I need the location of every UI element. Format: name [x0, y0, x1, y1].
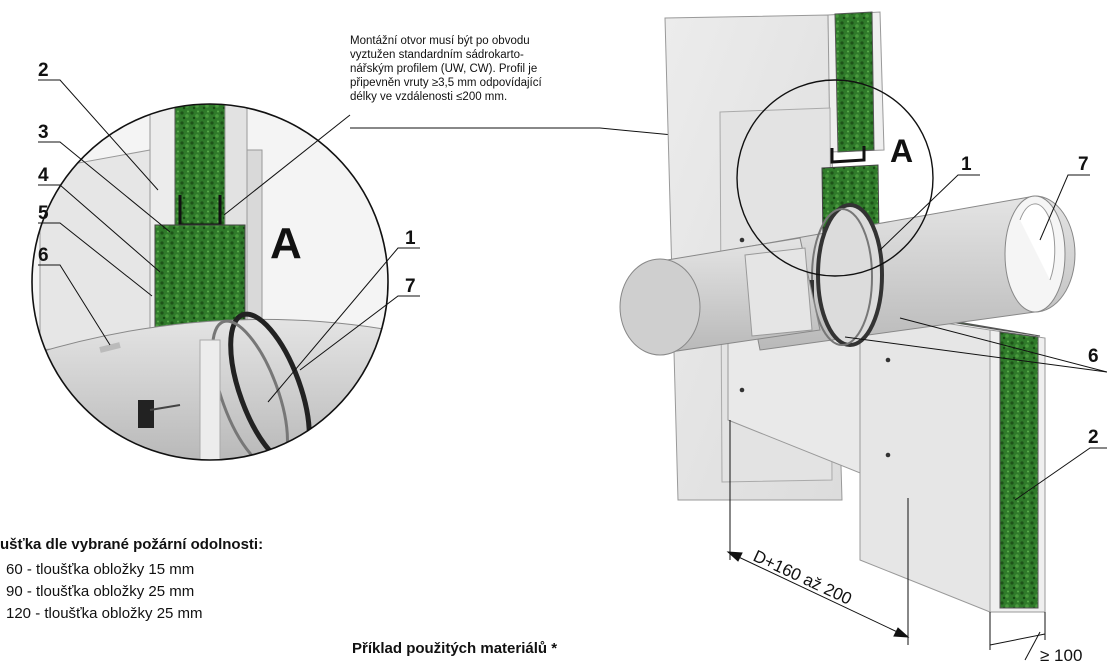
detail-view-a: A 2 3 4 5 6 1 7 [31, 60, 420, 461]
detail-callout-4: 4 [38, 165, 49, 186]
detail-label: A [270, 219, 302, 268]
assembly-label: A [890, 133, 913, 169]
legend-line: 60 - tloušťka obložky 15 mm [6, 561, 195, 578]
assembly-callout-2: 2 [1088, 427, 1099, 448]
dimension-length [726, 420, 910, 645]
detail-leaders [38, 79, 420, 403]
assembly-callout-1: 1 [961, 154, 972, 175]
legend-line: 120 - tloušťka obložky 25 mm [6, 605, 203, 622]
fire-resistance-legend: ušťka dle vybrané požární odolnosti: 60 … [0, 536, 263, 627]
detail-callout-5: 5 [38, 203, 49, 224]
materials-title: Příklad použitých materiálů * [352, 640, 558, 657]
assembly-callout-6: 6 [1088, 346, 1099, 367]
detail-callout-1: 1 [405, 228, 416, 249]
note-line: Montážní otvor musí být po obvodu [350, 35, 530, 47]
note-line: délky ve vzdálenosti ≤200 mm. [350, 91, 508, 103]
detail-callout-6: 6 [38, 245, 49, 266]
assembly-leaders [844, 174, 1107, 501]
legend-title: ušťka dle vybrané požární odolnosti: [0, 536, 264, 553]
detail-callout-3: 3 [38, 122, 49, 143]
note-line: nářským profilem (UW, CW). Profil je [350, 63, 538, 75]
dim-length-text: D+160 až 200 [750, 546, 854, 608]
dimension-depth [989, 612, 1046, 661]
detail-callout-7: 7 [405, 276, 416, 297]
assembly-callout-7: 7 [1078, 154, 1089, 175]
dim-depth-text: ≥ 100 [1040, 646, 1082, 665]
note-line: vyztužen standardním sádrokarto- [350, 49, 524, 61]
legend-line: 90 - tloušťka obložky 25 mm [6, 583, 195, 600]
mounting-note: Montážní otvor musí být po obvodu vyztuž… [350, 34, 618, 104]
assembly-view: A 1 7 6 2 D+160 až 200 ≥ 100 [619, 11, 1107, 665]
detail-callout-2: 2 [38, 60, 49, 81]
note-line: připevněn vruty ≥3,5 mm odpovídající [350, 77, 542, 89]
